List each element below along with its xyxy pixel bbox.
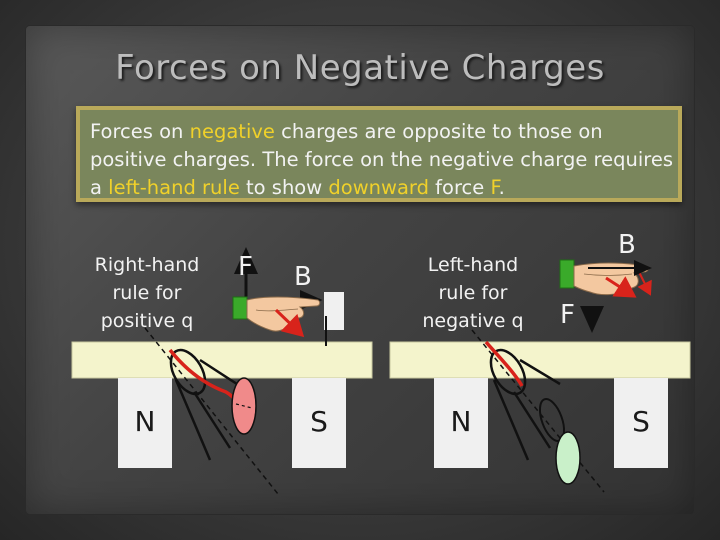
force-label-left: F	[238, 252, 253, 282]
explanation-box: Forces on negative charges are opposite …	[76, 106, 682, 202]
field-label-left: B	[294, 262, 312, 292]
negative-charge-icon	[555, 431, 581, 485]
right-hand-rule-label: Right-hand rule for positive q	[94, 254, 200, 332]
loop-leg-left-2	[192, 391, 232, 449]
highlight-force-f: F	[490, 176, 499, 199]
magnet-n-left	[118, 378, 172, 468]
left-hand-icon	[559, 259, 652, 298]
text-run: to show	[239, 176, 329, 199]
magnet-n-right-label: N	[450, 405, 472, 438]
magnet-n-right	[434, 378, 488, 468]
right-hand-icon	[232, 296, 321, 338]
loop-leg-left-3	[199, 358, 241, 388]
field-block-left	[324, 292, 344, 330]
magnet-n-left-label: N	[134, 405, 156, 438]
loop-ellipse-left	[169, 348, 207, 396]
text-run: .	[498, 176, 505, 199]
loop-leg-right-2	[512, 391, 552, 449]
loop-leg-right-1	[492, 379, 530, 461]
highlight-negative: negative	[189, 120, 275, 143]
text-run: Forces on	[90, 120, 190, 143]
magnet-s-right-label: S	[632, 405, 650, 438]
dashed-axis-right	[471, 329, 605, 493]
text-run: force	[428, 176, 491, 199]
magnet-s-left	[292, 378, 346, 468]
highlight-left-hand-rule: left-hand rule	[108, 176, 240, 199]
charge-path-right	[484, 340, 524, 387]
field-label-right: B	[618, 230, 636, 260]
magnet-s-left-label: S	[310, 405, 328, 438]
loop-leg-left-1	[174, 379, 212, 461]
loop-leg-right-3	[519, 358, 561, 386]
highlight-downward: downward	[328, 176, 429, 199]
slide-title: Forces on Negative Charges	[115, 48, 605, 88]
explanation-text: Forces on negative charges are opposite …	[90, 118, 675, 202]
magnet-s-right	[614, 378, 668, 468]
left-hand-rule-label: Left-hand rule for negative q	[422, 254, 524, 332]
field-band-left	[71, 341, 373, 379]
force-label-right: F	[560, 300, 575, 330]
text-run: charges are opposite to those on positiv…	[90, 120, 674, 199]
